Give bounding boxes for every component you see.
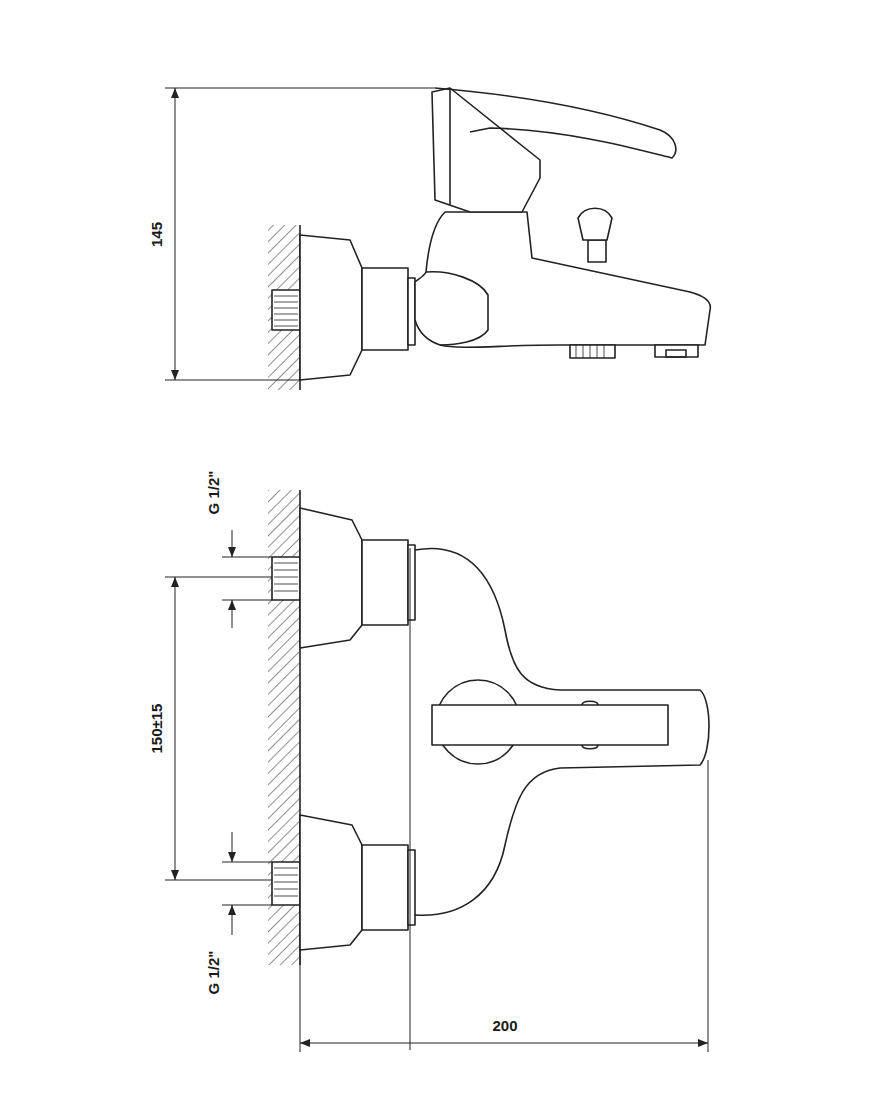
dimension-label: 200 [490, 1017, 519, 1034]
dimension-label: 145 [149, 219, 166, 248]
dimension-label: G 1/2" [206, 468, 223, 516]
dimension-label: 150±15 [148, 701, 165, 755]
dimension-label: G 1/2" [206, 948, 223, 996]
